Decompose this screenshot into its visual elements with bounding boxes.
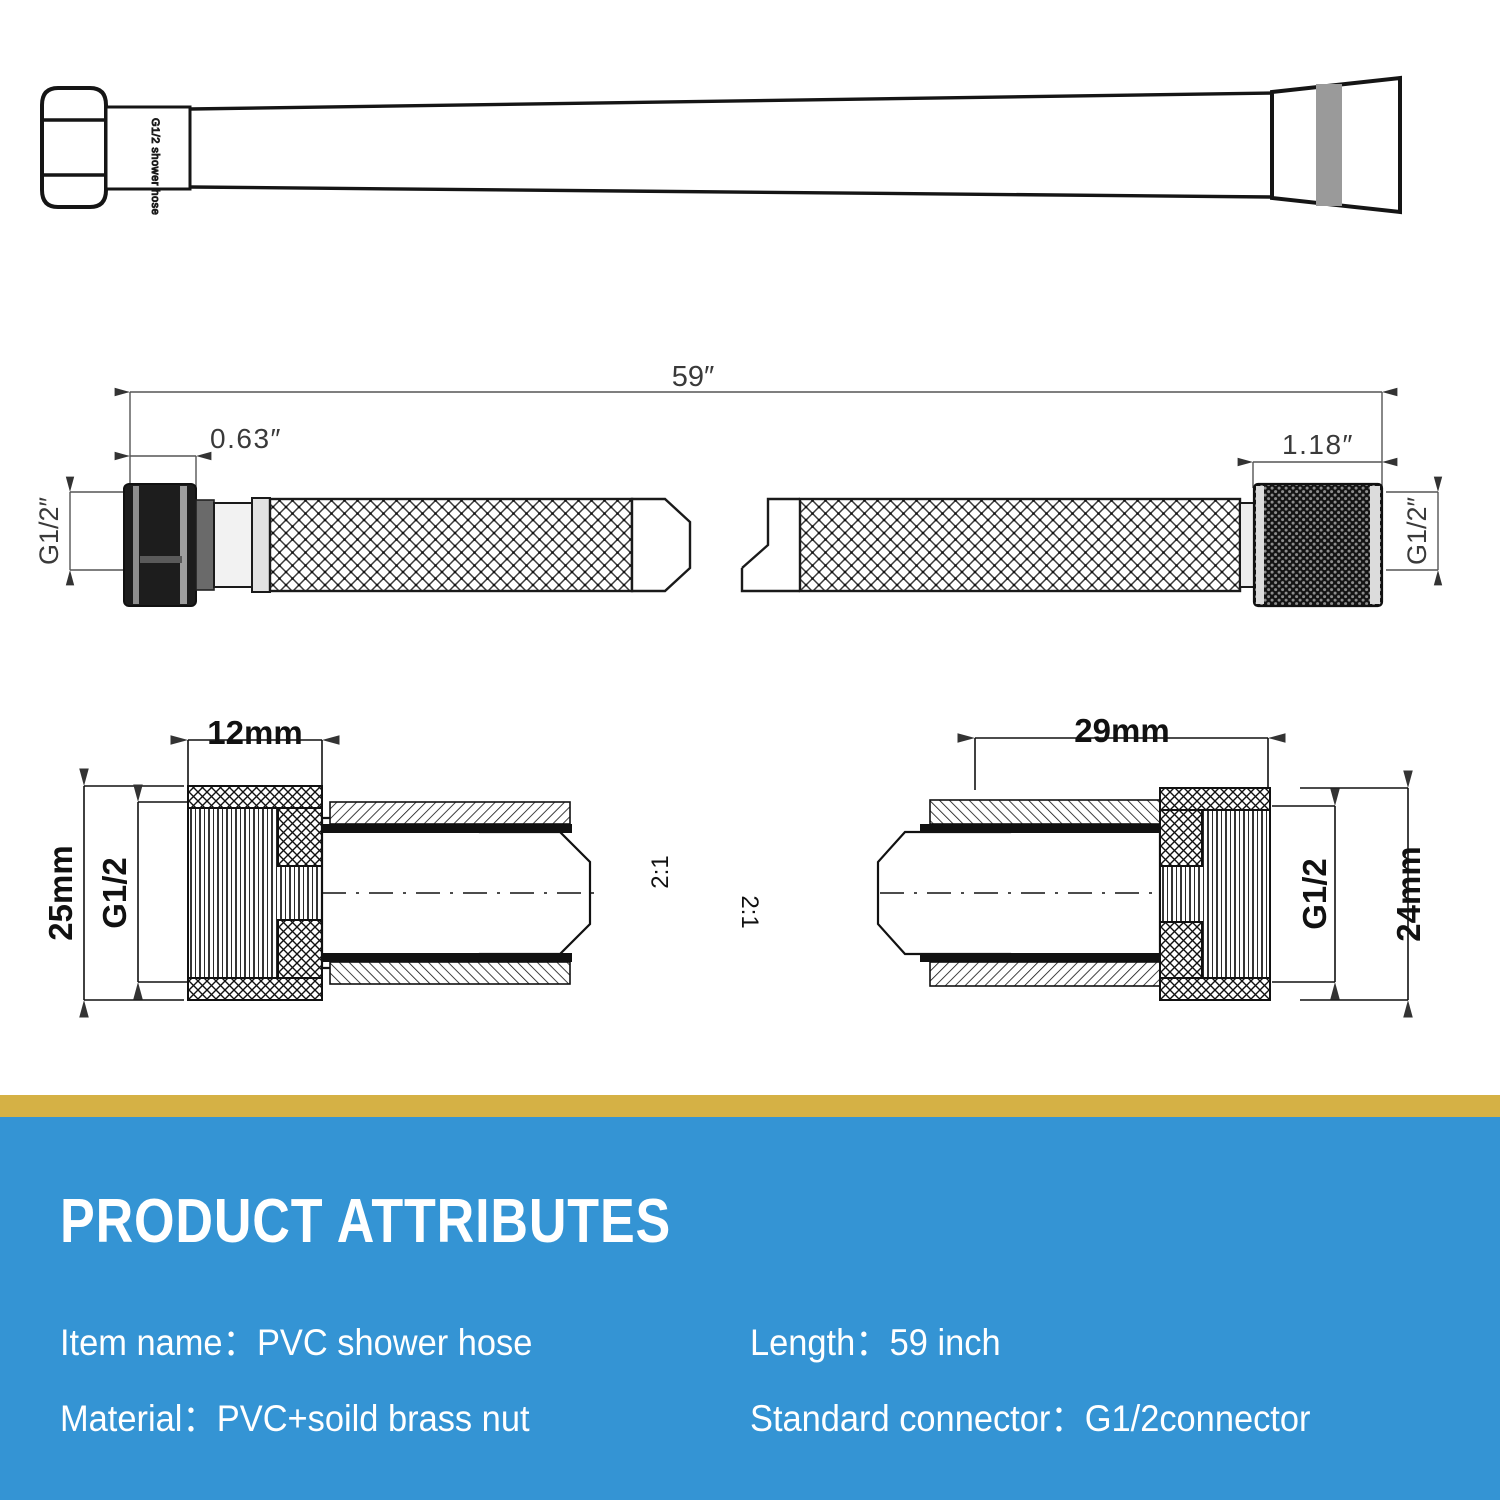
dim-right-thread-label: G1/2″	[1402, 497, 1432, 566]
left-nut-section-body	[187, 785, 323, 1001]
attribute-key-item-name: Item name：	[60, 1322, 257, 1363]
attribute-value-length: 59 inch	[889, 1322, 1001, 1363]
attribute-cell-standard-connector: Standard connector：G1/2connector	[750, 1388, 1401, 1442]
left-nut-assembly	[123, 483, 271, 607]
attribute-cell-material: Material：PVC+soild brass nut	[60, 1388, 702, 1442]
dim-overall-length-label: 59″	[672, 361, 715, 393]
product-label-block: G1/2 shower hose	[104, 105, 192, 216]
attribute-key-standard-connector: Standard connector：	[750, 1398, 1085, 1439]
dim-left-thread	[65, 476, 126, 586]
scale-label-right: 2:1	[736, 895, 763, 928]
dim-right-section-width-label: 29mm	[1074, 712, 1169, 749]
dim-left-nut-length-label: 0.63″	[210, 423, 282, 454]
dim-left-thread-size-label: G1/2	[96, 857, 133, 929]
dim-right-thread-size-label: G1/2	[1296, 858, 1333, 930]
cross-section-right: 29mm 24mm G1/2	[736, 712, 1427, 1018]
product-attributes-panel: PRODUCT ATTRIBUTES Item name：PVC shower …	[0, 1117, 1500, 1500]
hose-tube-outline	[189, 91, 1273, 199]
dim-right-thread-size	[1272, 788, 1340, 1000]
gold-divider-bar	[0, 1095, 1500, 1117]
attribute-value-item-name: PVC shower hose	[256, 1322, 533, 1363]
technical-drawing-area: G1/2 shower hose	[34, 75, 1443, 1018]
dim-left-nut-length	[114, 451, 212, 490]
right-nut-assembly	[1239, 482, 1384, 608]
product-attributes-title: PRODUCT ATTRIBUTES	[60, 1187, 672, 1256]
dim-left-section-width-label: 12mm	[207, 714, 302, 751]
dim-right-outer-diameter	[1300, 770, 1413, 1018]
dim-left-section-width	[170, 735, 340, 790]
dim-right-section-width	[957, 733, 1286, 790]
left-nipple-section	[320, 801, 600, 985]
attribute-row: Item name：PVC shower hose Length：59 inch	[60, 1312, 1460, 1366]
cross-section-left: 12mm 25mm G1/2	[42, 714, 674, 1018]
right-nut-section-body	[1159, 787, 1271, 1001]
product-outline-illustration: G1/2 shower hose	[40, 75, 1402, 216]
hose-braid-right	[798, 497, 1242, 593]
scale-label-left: 2:1	[647, 855, 674, 888]
dim-right-nut-length	[1237, 457, 1398, 488]
product-label-text: G1/2 shower hose	[149, 118, 161, 215]
cone-nut-right	[1270, 75, 1402, 215]
dimensioned-elevation: 59″ G1/2″ 0.63″	[34, 361, 1443, 608]
hose-braid-left	[268, 497, 692, 593]
dim-left-thread-label: G1/2″	[34, 497, 64, 566]
dim-right-thread	[1386, 476, 1443, 586]
attribute-key-material: Material：	[60, 1398, 217, 1439]
attribute-value-standard-connector: G1/2connector	[1084, 1398, 1311, 1439]
dim-right-outer-diameter-label: 24mm	[1390, 846, 1427, 941]
dim-right-nut-length-label: 1.18″	[1282, 429, 1354, 460]
attribute-cell-length: Length：59 inch	[750, 1312, 1401, 1366]
hex-nut-left	[40, 86, 108, 209]
attribute-key-length: Length：	[750, 1322, 890, 1363]
technical-drawing-svg: G1/2 shower hose	[34, 75, 1443, 1018]
right-nipple-section	[876, 799, 1180, 987]
product-attributes-grid: Item name：PVC shower hose Length：59 inch…	[60, 1312, 1460, 1464]
dim-left-outer-diameter-label: 25mm	[42, 845, 79, 940]
dim-left-thread-size	[133, 784, 190, 1000]
hose-break-symbol	[740, 497, 800, 593]
attribute-value-material: PVC+soild brass nut	[216, 1398, 530, 1439]
attribute-cell-item-name: Item name：PVC shower hose	[60, 1312, 702, 1366]
attribute-row: Material：PVC+soild brass nut Standard co…	[60, 1388, 1460, 1442]
dim-overall-length	[114, 387, 1398, 487]
